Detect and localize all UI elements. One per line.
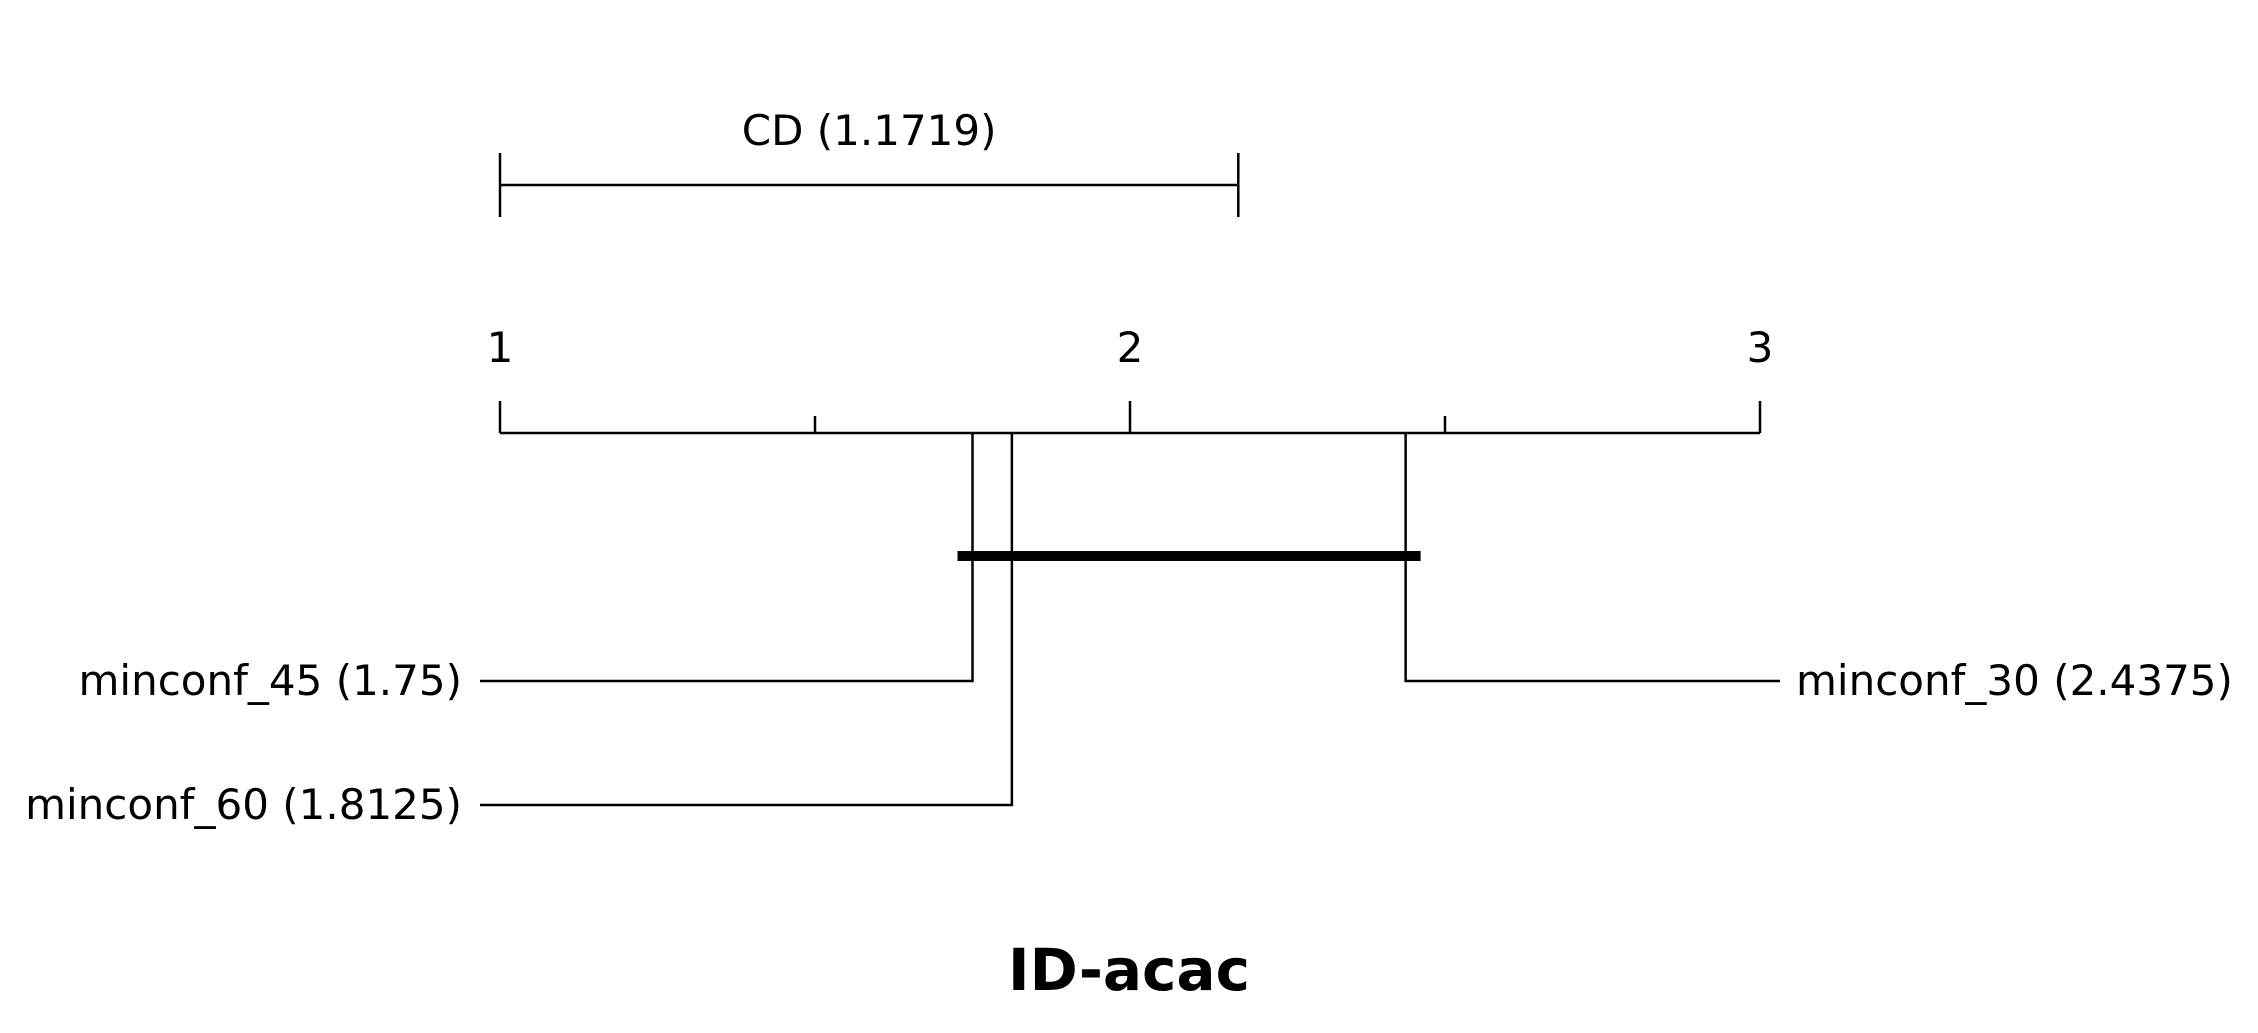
- method-lines: minconf_45 (1.75) minconf_60 (1.8125) minc…: [25, 433, 2233, 829]
- method-rank-line: [1404, 433, 1780, 683]
- axis-tick-label: 3: [1747, 323, 1774, 372]
- cd-label: CD (1.1719): [742, 106, 997, 155]
- axis-tick-label: 1: [487, 323, 514, 372]
- method-label: minconf_45 (1.75): [79, 656, 462, 705]
- axis-tick-label: 2: [1117, 323, 1144, 372]
- cd-bar-group: CD (1.1719): [498, 106, 1240, 217]
- method-label: minconf_30 (2.4375): [1796, 656, 2233, 705]
- method-label: minconf_60 (1.8125): [25, 780, 462, 829]
- method-rank-line: [480, 433, 1014, 807]
- chart-title: ID-acac: [1008, 936, 1250, 1004]
- method-rank-line: [480, 433, 974, 683]
- rank-axis: 1 2 3: [487, 323, 1774, 435]
